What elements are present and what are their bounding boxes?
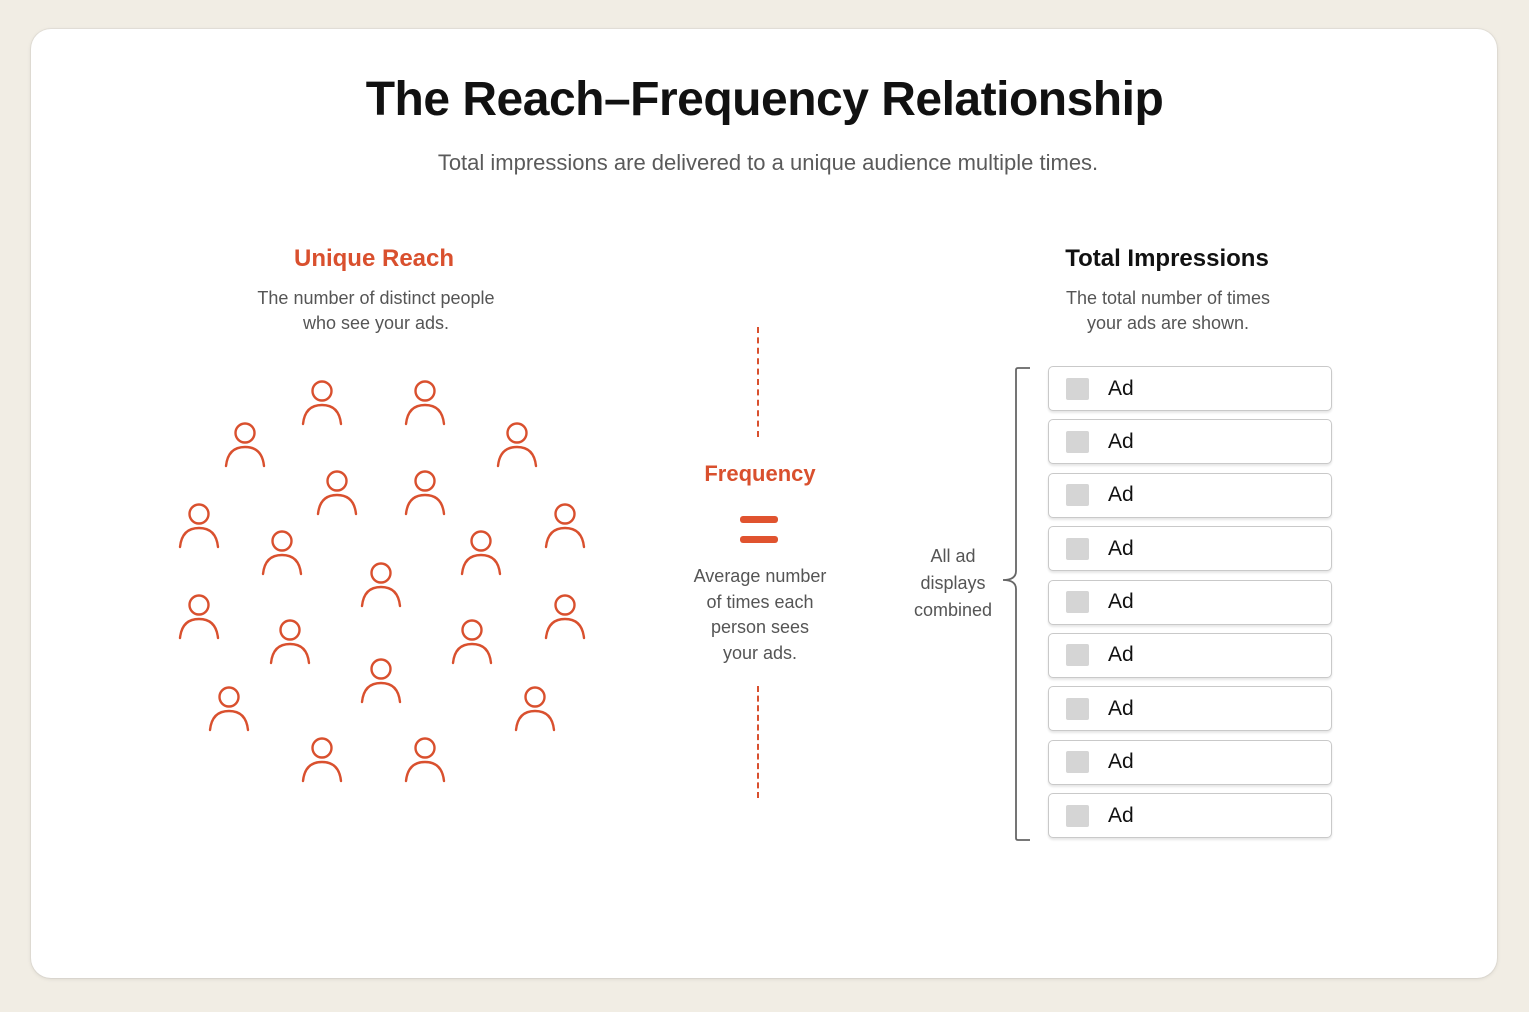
frequency-description-line: your ads. bbox=[722, 642, 798, 663]
ad-label: Ad bbox=[1108, 750, 1134, 774]
ad-impression-box: Ad bbox=[1048, 632, 1332, 678]
equals-bar-bottom bbox=[740, 536, 778, 543]
page-title: The Reach–Frequency Relationship bbox=[365, 73, 1164, 126]
total-impressions-description-line: The total number of times bbox=[1065, 288, 1271, 308]
person-icon bbox=[460, 530, 502, 576]
bracket-label: All ad displays combined bbox=[893, 543, 1013, 624]
ad-image-placeholder-icon bbox=[1066, 484, 1089, 507]
ad-label: Ad bbox=[1108, 696, 1134, 720]
person-icon bbox=[178, 594, 220, 640]
ad-label: Ad bbox=[1108, 429, 1134, 453]
person-icon bbox=[451, 619, 493, 665]
person-icon bbox=[301, 380, 343, 426]
frequency-label: Frequency bbox=[704, 461, 816, 486]
bracket-label-line: All ad bbox=[930, 546, 976, 566]
ad-label: Ad bbox=[1108, 643, 1134, 667]
person-icon bbox=[496, 422, 538, 468]
unique-reach-heading: Unique Reach bbox=[293, 245, 455, 272]
ad-label: Ad bbox=[1108, 376, 1134, 400]
person-icon bbox=[544, 594, 586, 640]
ad-label: Ad bbox=[1108, 590, 1134, 614]
ad-image-placeholder-icon bbox=[1066, 697, 1089, 720]
ad-impression-box: Ad bbox=[1048, 366, 1332, 411]
ad-impression-box: Ad bbox=[1048, 686, 1332, 732]
frequency-description-line: of times each bbox=[706, 591, 814, 612]
ad-impression-box: Ad bbox=[1048, 579, 1332, 625]
frequency-description-line: person sees bbox=[710, 617, 810, 637]
ad-image-placeholder-icon bbox=[1066, 804, 1089, 827]
person-icon bbox=[269, 619, 311, 665]
ad-impression-box: Ad bbox=[1048, 472, 1332, 518]
person-icon bbox=[261, 530, 303, 576]
ad-impression-box: Ad bbox=[1048, 739, 1332, 785]
person-icon bbox=[544, 503, 586, 549]
total-impressions-description: The total number of times your ads are s… bbox=[968, 286, 1368, 336]
frequency-description-line: Average number bbox=[693, 566, 827, 586]
bracket-label-line: displays bbox=[920, 573, 986, 593]
frequency-description: Average number of times each person sees… bbox=[670, 564, 850, 666]
ad-image-placeholder-icon bbox=[1066, 644, 1089, 667]
ad-impression-box: Ad bbox=[1048, 793, 1332, 839]
unique-reach-description-line: who see your ads. bbox=[302, 313, 450, 333]
person-icon bbox=[360, 658, 402, 704]
person-icon bbox=[360, 562, 402, 608]
frequency-divider-bottom bbox=[757, 686, 759, 798]
person-icon bbox=[178, 503, 220, 549]
person-icon bbox=[301, 737, 343, 783]
person-icon bbox=[404, 380, 446, 426]
ad-impression-box: Ad bbox=[1048, 526, 1332, 572]
bracket-icon bbox=[1002, 367, 1030, 841]
ad-image-placeholder-icon bbox=[1066, 751, 1089, 774]
person-icon bbox=[404, 470, 446, 516]
ad-image-placeholder-icon bbox=[1066, 430, 1089, 453]
unique-reach-description: The number of distinct people who see yo… bbox=[176, 286, 576, 336]
equals-bar-top bbox=[740, 516, 778, 523]
total-impressions-heading: Total Impressions bbox=[1065, 245, 1269, 272]
bracket-label-line: combined bbox=[913, 600, 993, 620]
person-icon bbox=[404, 737, 446, 783]
ad-impression-box: Ad bbox=[1048, 419, 1332, 465]
ad-image-placeholder-icon bbox=[1066, 537, 1089, 560]
unique-reach-description-line: The number of distinct people bbox=[257, 288, 495, 308]
ad-image-placeholder-icon bbox=[1066, 377, 1089, 400]
ad-label: Ad bbox=[1108, 483, 1134, 507]
total-impressions-description-line: your ads are shown. bbox=[1086, 313, 1250, 333]
person-icon bbox=[224, 422, 266, 468]
person-icon bbox=[514, 686, 556, 732]
ad-label: Ad bbox=[1108, 536, 1134, 560]
person-icon bbox=[208, 686, 250, 732]
ad-image-placeholder-icon bbox=[1066, 591, 1089, 614]
ad-impressions-list: Ad Ad Ad Ad Ad Ad Ad Ad Ad bbox=[1048, 366, 1332, 847]
person-icon bbox=[316, 470, 358, 516]
frequency-divider-top bbox=[757, 327, 759, 437]
ad-label: Ad bbox=[1108, 803, 1134, 827]
page-subtitle: Total impressions are delivered to a uni… bbox=[437, 150, 1099, 175]
